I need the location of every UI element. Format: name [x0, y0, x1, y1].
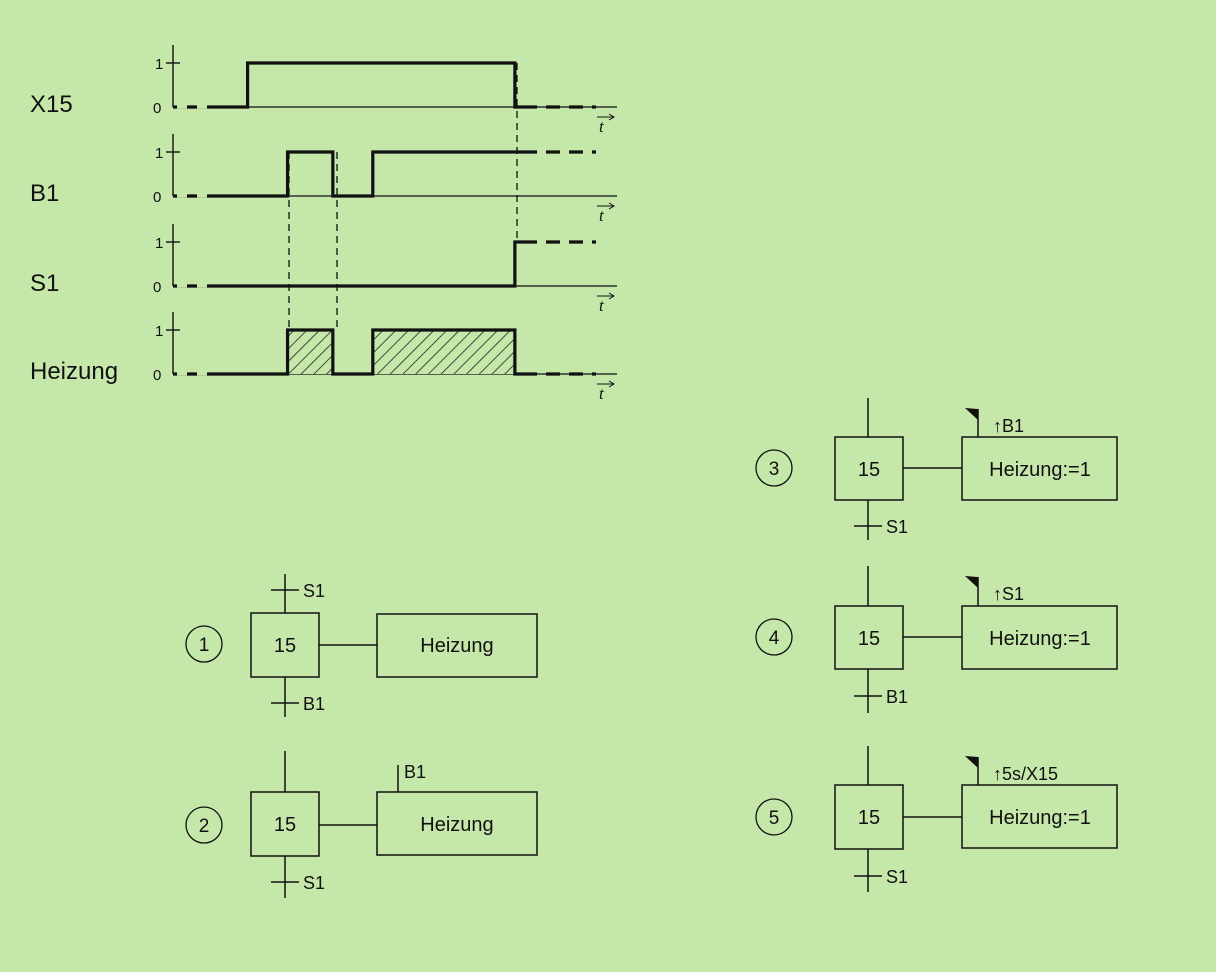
time-arrow-head — [608, 113, 615, 121]
time-axis-label: t — [599, 384, 605, 403]
signal-label: Heizung — [30, 358, 118, 385]
step-number: 15 — [274, 814, 296, 836]
tick-label-one: 1 — [155, 145, 163, 162]
signal-waveform — [173, 61, 523, 109]
variant-number-circle — [185, 806, 223, 844]
transition-condition: S1 — [303, 581, 325, 601]
variant-number-circle — [755, 449, 793, 487]
action-text: Heizung:=1 — [989, 807, 1091, 829]
action-box — [376, 613, 538, 678]
flag-icon — [965, 576, 978, 588]
time-arrow-head — [608, 202, 615, 210]
step-number: 15 — [274, 635, 296, 657]
flag-icon — [965, 408, 978, 420]
tick-label-one: 1 — [155, 323, 163, 340]
variant-3: 3 15 Heizung:=1 ↑B1 S1 — [755, 398, 1118, 540]
heating-active-area — [372, 330, 515, 374]
variant-number: 4 — [769, 628, 780, 649]
tick-label-one: 1 — [155, 56, 163, 73]
action-text: Heizung — [420, 814, 493, 836]
signal-label: B1 — [30, 180, 59, 207]
tick-label-zero: 0 — [153, 279, 161, 296]
tick-label-zero: 0 — [153, 367, 161, 384]
action-text: Heizung:=1 — [989, 628, 1091, 650]
action-box — [961, 436, 1118, 501]
transition-condition: S1 — [886, 517, 908, 537]
action-condition: B1 — [404, 762, 426, 782]
time-axis-label: t — [599, 117, 605, 136]
variant-number: 5 — [769, 808, 780, 829]
step-number: 15 — [858, 628, 880, 650]
variant-2: 2 15 Heizung B1 S1 — [185, 751, 538, 898]
variant-number: 2 — [199, 816, 210, 837]
signal-waveform — [173, 240, 523, 288]
flag-icon — [965, 756, 978, 768]
time-axis-label: t — [599, 296, 605, 315]
time-axis-label: t — [599, 206, 605, 225]
action-box — [961, 605, 1118, 670]
timing-dashed-links — [288, 63, 518, 327]
transition-condition: S1 — [303, 873, 325, 893]
transition-condition: B1 — [886, 687, 908, 707]
variant-number: 1 — [199, 635, 210, 656]
action-text: Heizung:=1 — [989, 459, 1091, 481]
variant-number: 3 — [769, 459, 780, 480]
action-box — [376, 791, 538, 856]
variant-5: 5 15 Heizung:=1 ↑5s/X15 S1 — [755, 746, 1118, 892]
variant-number-circle — [755, 618, 793, 656]
variant-number-circle — [185, 625, 223, 663]
heating-active-area — [287, 330, 333, 374]
time-arrow-head — [608, 380, 615, 388]
tick-label-zero: 0 — [153, 100, 161, 117]
signal-waveform — [173, 328, 523, 376]
signal-label: X15 — [30, 91, 73, 118]
action-condition: ↑5s/X15 — [993, 764, 1058, 784]
step-number: 15 — [858, 459, 880, 481]
variant-number-circle — [755, 798, 793, 836]
signal-label: S1 — [30, 270, 59, 297]
variant-4: 4 15 Heizung:=1 ↑S1 B1 — [755, 566, 1118, 713]
action-condition: ↑S1 — [993, 584, 1024, 604]
tick-label-one: 1 — [155, 235, 163, 252]
time-arrow-head — [608, 292, 615, 300]
action-box — [961, 784, 1118, 849]
tick-label-zero: 0 — [153, 189, 161, 206]
variant-1: 1 S1 15 Heizung B1 — [185, 574, 538, 717]
transition-condition: B1 — [303, 694, 325, 714]
transition-condition: S1 — [886, 867, 908, 887]
step-number: 15 — [858, 807, 880, 829]
action-text: Heizung — [420, 635, 493, 657]
action-condition: ↑B1 — [993, 416, 1024, 436]
signal-waveform — [173, 150, 523, 198]
